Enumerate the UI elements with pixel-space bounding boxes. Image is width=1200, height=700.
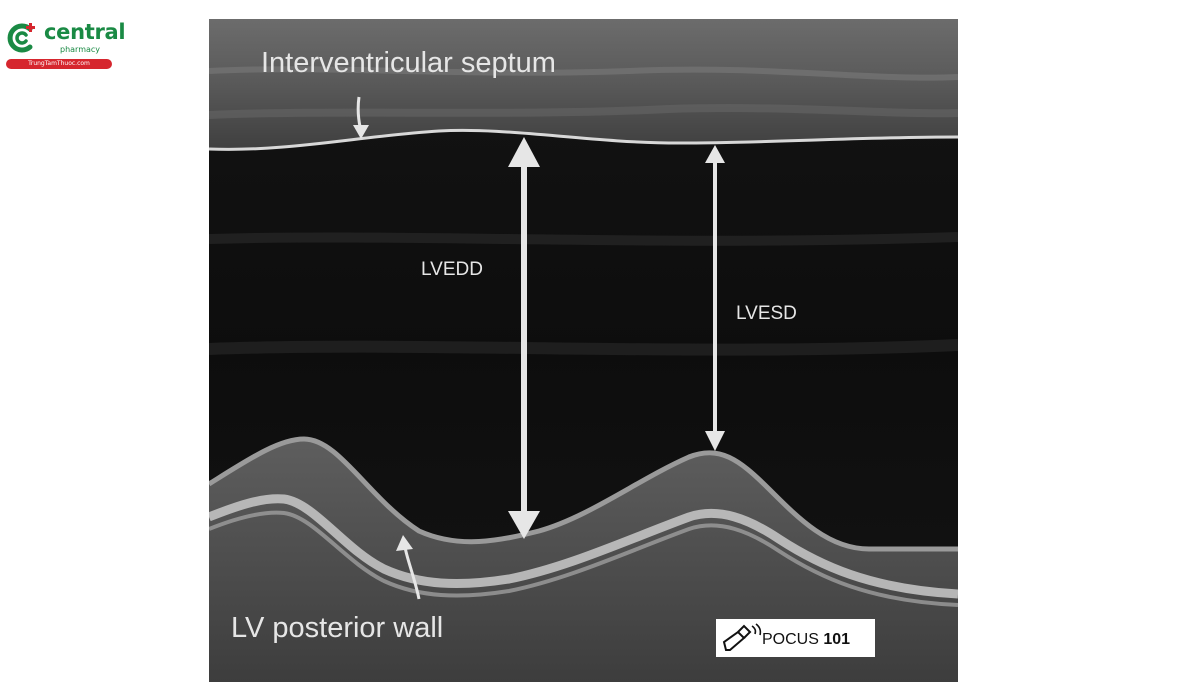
cavity-texture bbox=[209, 232, 958, 246]
pericardium-line bbox=[209, 510, 958, 607]
brand-url: TrungTamThuoc.com bbox=[6, 59, 112, 69]
posterior-wall-endocardium-line bbox=[209, 436, 958, 552]
watermark-name: POCUS bbox=[762, 631, 819, 648]
lvedd-measurement-arrow bbox=[508, 137, 540, 539]
lvesd-label: LVESD bbox=[736, 303, 797, 324]
septum-endocardium-line bbox=[209, 128, 958, 151]
lvesd-measurement-arrow bbox=[705, 145, 725, 451]
watermark-number: 101 bbox=[823, 631, 851, 648]
pericardium-line bbox=[209, 494, 958, 599]
septum-label: Interventricular septum bbox=[261, 47, 556, 79]
brand-name: central bbox=[44, 20, 126, 44]
ultrasound-probe-icon bbox=[722, 623, 762, 651]
m-mode-echo-figure: Interventricular septum LVEDD LVESD LV p… bbox=[209, 19, 958, 682]
pocus-watermark: POCUS 101 bbox=[716, 619, 875, 657]
posterior-wall-label: LV posterior wall bbox=[231, 612, 444, 644]
lvedd-label: LVEDD bbox=[421, 259, 483, 280]
septum-texture bbox=[209, 104, 958, 119]
central-pharmacy-logo: central pharmacy TrungTamThuoc.com bbox=[6, 20, 126, 72]
m-mode-image bbox=[209, 19, 958, 682]
septum-texture bbox=[209, 66, 958, 81]
septum-tissue bbox=[209, 19, 958, 150]
brand-subtitle: pharmacy bbox=[60, 45, 101, 54]
cavity-texture bbox=[209, 339, 958, 356]
watermark-text: POCUS 101 bbox=[762, 631, 850, 649]
septum-pointer-arrow bbox=[353, 96, 369, 139]
central-pharmacy-logo-icon bbox=[7, 23, 35, 53]
posterior-wall-pointer-arrow bbox=[396, 535, 421, 600]
